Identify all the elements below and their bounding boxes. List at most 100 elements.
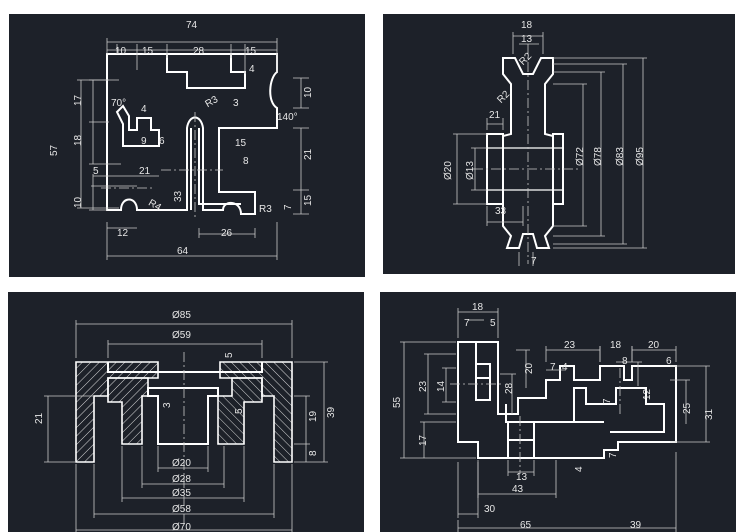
part-outline: [106, 53, 278, 215]
dim-7c: 7: [602, 398, 613, 404]
section-hub-left: [107, 377, 149, 445]
dim-12: 12: [117, 228, 129, 239]
top-slot: [107, 362, 263, 373]
dim-8: 8: [308, 450, 319, 456]
dim-15b: 15: [245, 46, 257, 57]
dim-8: 8: [622, 356, 628, 367]
dim-21: 21: [34, 412, 45, 424]
dim-21b: 21: [139, 166, 151, 177]
dim-13: 13: [516, 472, 528, 483]
dim-7d: 7: [608, 452, 619, 458]
dim-23b: 23: [564, 340, 576, 351]
dim-dia28: Ø28: [172, 474, 191, 485]
dim-4b: 4: [141, 104, 147, 115]
dim-dia72: Ø72: [575, 147, 586, 166]
dim-70deg: 70°: [111, 98, 126, 109]
dim-3: 3: [162, 402, 173, 408]
section-left: [75, 361, 159, 463]
slot-arc: [190, 128, 241, 210]
dim-21: 21: [489, 110, 501, 121]
dim-28: 28: [504, 382, 515, 394]
dimension-lines: [77, 38, 309, 260]
dim-15: 15: [142, 46, 154, 57]
dim-R4: R4: [146, 198, 163, 214]
dim-dia35: Ø35: [172, 488, 191, 499]
dimension-lines: [44, 320, 328, 532]
dim-4: 4: [562, 362, 568, 373]
dim-33: 33: [495, 206, 507, 217]
dim-10c: 10: [73, 196, 84, 208]
part-outline: [457, 341, 677, 459]
dim-18: 18: [472, 302, 484, 313]
dim-18: 18: [73, 134, 84, 146]
dim-dia20: Ø20: [443, 161, 454, 180]
dim-65: 65: [520, 520, 532, 531]
dim-30: 30: [484, 504, 496, 515]
dim-31: 31: [704, 408, 715, 420]
dimension-lines: [453, 32, 647, 266]
dim-7: 7: [531, 256, 537, 267]
dim-15d: 15: [303, 194, 314, 206]
dim-3: 3: [233, 98, 239, 109]
dim-4: 4: [249, 64, 255, 75]
bore: [487, 147, 563, 191]
dim-7: 7: [283, 204, 294, 210]
dim-74: 74: [186, 20, 198, 31]
drawing-4-svg: 18 7 5 55 23 14 17 28 20 23 18 20 6 7 4 …: [392, 302, 715, 532]
dim-7: 7: [464, 318, 470, 329]
dim-R2b: R2: [495, 89, 512, 106]
drawing-1-svg: 74 10 15 28 15 4 3 10 17 57 18 70° R3 4 …: [49, 20, 314, 260]
dim-7b: 7: [550, 362, 556, 373]
dimension-lines: [400, 308, 710, 532]
dim-5: 5: [490, 318, 496, 329]
bore-outline: [147, 387, 219, 445]
dim-dia58: Ø58: [172, 504, 191, 515]
left-pocket: [115, 104, 160, 147]
section-hub-right: [217, 377, 263, 445]
dim-17: 17: [418, 434, 429, 446]
dim-39: 39: [630, 520, 642, 531]
drawing-2-svg: 18 13 R2 R2 21 Ø20 Ø13 Ø72 Ø78 Ø83 Ø95 3…: [443, 20, 647, 267]
dim-4b: 4: [574, 466, 585, 472]
dim-17: 17: [73, 94, 84, 106]
dim-28: 28: [193, 46, 205, 57]
dim-dia78: Ø78: [593, 147, 604, 166]
dim-26: 26: [221, 228, 233, 239]
dim-5b: 5: [234, 408, 245, 414]
dim-25: 25: [682, 402, 693, 414]
dim-14: 14: [436, 380, 447, 392]
dim-8: 8: [243, 156, 249, 167]
dim-R2: R2: [517, 51, 534, 68]
dim-9: 9: [141, 136, 147, 147]
dim-5: 5: [224, 352, 235, 358]
hub-bottom: [507, 422, 535, 458]
dim-39: 39: [326, 406, 337, 418]
dim-5: 5: [93, 166, 99, 177]
dim-23: 23: [418, 380, 429, 392]
dim-10b: 10: [303, 86, 314, 98]
dim-15c: 15: [235, 138, 247, 149]
dim-33: 33: [173, 190, 184, 202]
dim-12: 12: [642, 388, 653, 400]
inner-step: [475, 342, 491, 401]
dim-43: 43: [512, 484, 524, 495]
dim-21: 21: [303, 148, 314, 160]
dim-20b: 20: [648, 340, 660, 351]
drawing-panel-3: Ø85 Ø59 5 21 3 5 39 19 8 Ø20 Ø28 Ø35 Ø58…: [8, 292, 364, 532]
drawing-3-svg: Ø85 Ø59 5 21 3 5 39 19 8 Ø20 Ø28 Ø35 Ø58…: [34, 310, 337, 532]
dim-20: 20: [524, 362, 535, 374]
dim-57: 57: [49, 144, 60, 156]
dim-dia95: Ø95: [635, 147, 646, 166]
dim-55: 55: [392, 396, 403, 408]
dim-18: 18: [521, 20, 533, 31]
dim-140deg: 140°: [277, 112, 298, 123]
dim-6: 6: [666, 356, 672, 367]
dim-R3: R3: [204, 94, 221, 110]
dim-6: 6: [159, 136, 165, 147]
dim-18b: 18: [610, 340, 622, 351]
dim-dia59: Ø59: [172, 330, 191, 341]
dim-dia13: Ø13: [465, 161, 476, 180]
dim-13: 13: [521, 34, 533, 45]
inner-top-notch: [166, 54, 246, 89]
inner-pocket: [505, 387, 665, 433]
